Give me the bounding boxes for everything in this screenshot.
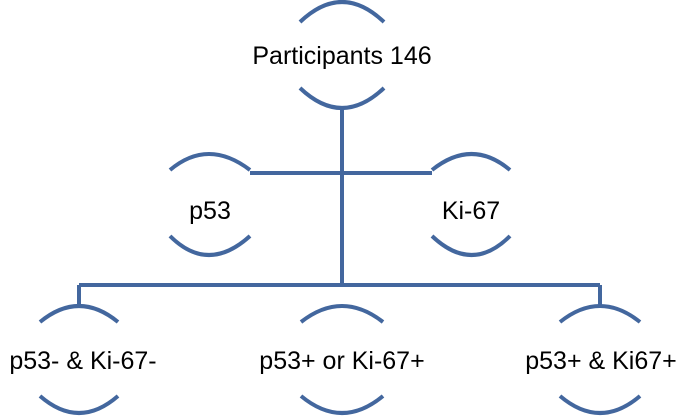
node-labels: Participants 146 p53 Ki-67 p53- & Ki-67-… xyxy=(9,42,676,375)
root-bottom-arc xyxy=(298,86,386,110)
either-pos-bottom-arc xyxy=(299,394,385,415)
ki67-bottom-arc xyxy=(430,234,512,257)
neg-neg-node-label: p53- & Ki-67- xyxy=(9,347,156,375)
both-pos-node-label: p53+ & Ki67+ xyxy=(525,347,677,375)
both-pos-bottom-arc xyxy=(558,394,642,415)
either-pos-node-label: p53+ or Ki-67+ xyxy=(259,347,424,375)
node-brackets xyxy=(38,0,642,415)
both-pos-top-arc xyxy=(558,304,642,324)
either-pos-top-arc xyxy=(299,304,385,324)
root-top-arc xyxy=(298,0,386,24)
p53-top-arc xyxy=(168,152,252,172)
connector-lines xyxy=(77,106,602,306)
p53-bottom-arc xyxy=(168,234,252,257)
p53-node-label: p53 xyxy=(189,197,231,225)
neg-neg-bottom-arc xyxy=(38,394,120,415)
root-node-label: Participants 146 xyxy=(252,42,431,70)
neg-neg-top-arc xyxy=(38,304,120,324)
ki67-node-label: Ki-67 xyxy=(442,197,500,225)
ki67-top-arc xyxy=(430,152,512,172)
